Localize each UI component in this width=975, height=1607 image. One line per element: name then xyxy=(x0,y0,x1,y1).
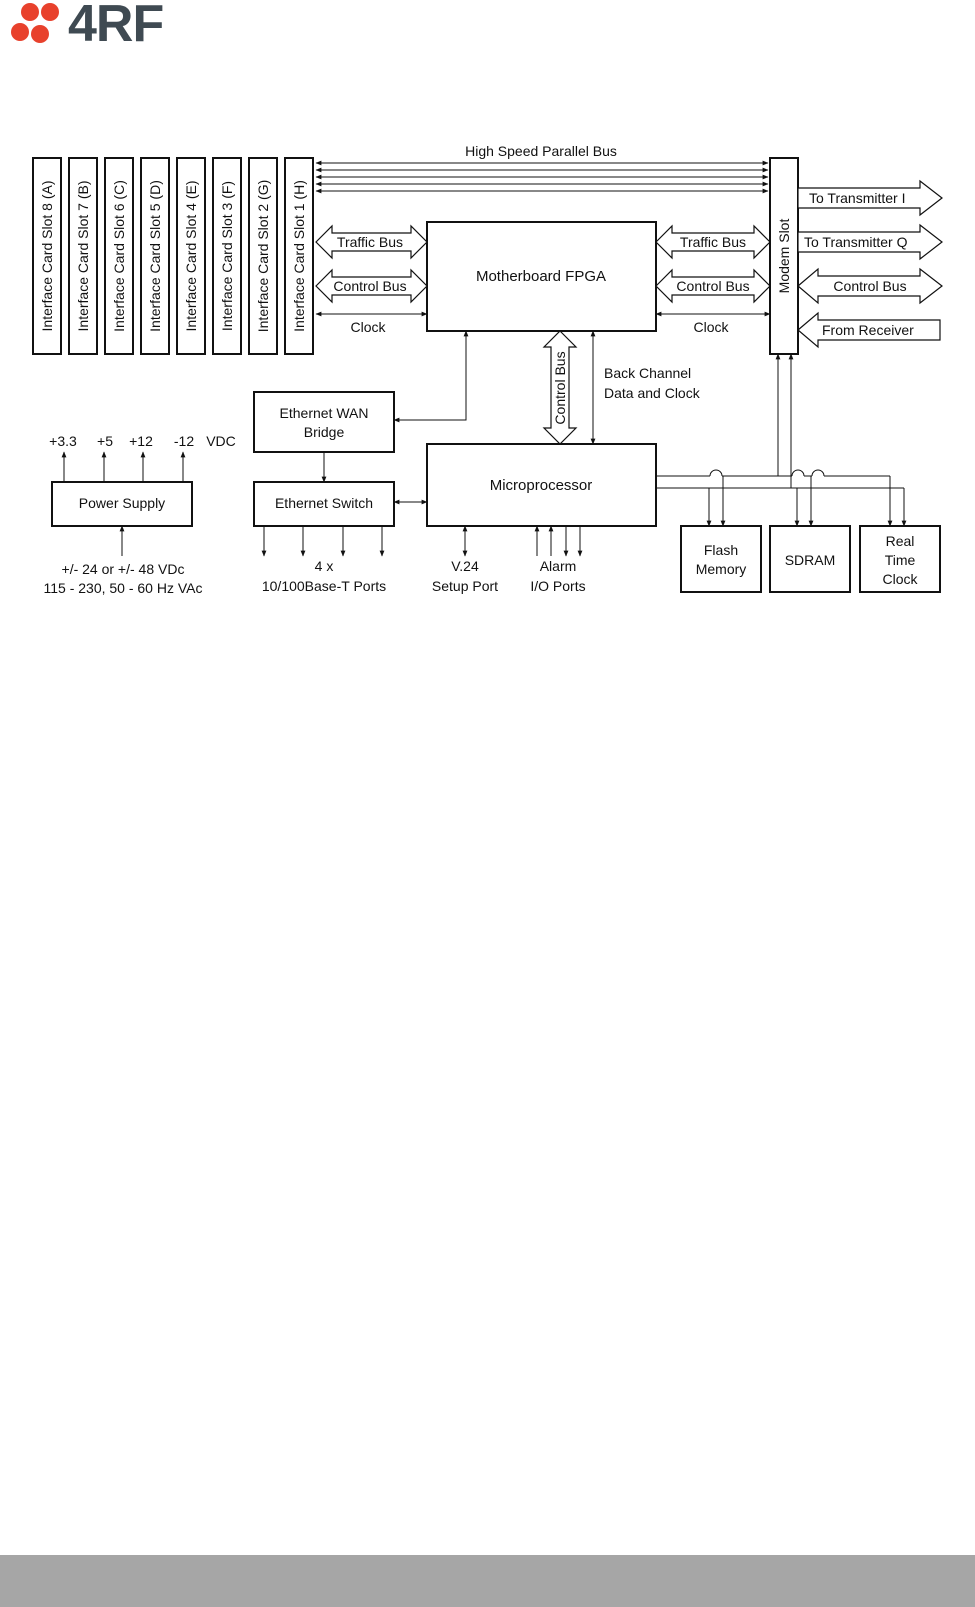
slot-box xyxy=(32,157,62,355)
vertical-control-bus-label: Control Bus xyxy=(552,351,568,424)
footer-band xyxy=(0,1555,975,1607)
ethernet-wan-bridge-box xyxy=(253,391,395,453)
slot-label: Interface Card Slot 6 (C) xyxy=(111,180,127,332)
right-control-bus-label: Control Bus xyxy=(676,278,749,294)
slot-box xyxy=(212,157,242,355)
from-receiver-label: From Receiver xyxy=(822,322,914,338)
back-channel-label-2: Data and Clock xyxy=(604,385,701,401)
slot-box xyxy=(248,157,278,355)
right-traffic-bus-label: Traffic Bus xyxy=(680,234,746,250)
slot-box xyxy=(176,157,206,355)
power-input-label-1: +/- 24 or +/- 48 VDc xyxy=(62,561,185,577)
brand-name: 4RF xyxy=(68,0,164,53)
fpga-label: Motherboard FPGA xyxy=(476,268,606,285)
rtc-label-3: Clock xyxy=(882,571,918,587)
memory-bus-lines xyxy=(655,353,907,527)
slot-box xyxy=(104,157,134,355)
left-control-bus-label: Control Bus xyxy=(333,278,406,294)
slot-label: Interface Card Slot 4 (E) xyxy=(183,181,199,332)
ports-label-2: 10/100Base-T Ports xyxy=(262,578,386,594)
left-control-bus-arrow xyxy=(315,268,428,304)
slot-label: Interface Card Slot 7 (B) xyxy=(75,181,91,332)
voltage-output-arrows xyxy=(61,451,186,556)
voltage-label: +5 xyxy=(97,433,113,449)
power-input-label-2: 115 - 230, 50 - 60 Hz VAc xyxy=(43,580,202,596)
interface-card-slots: Interface Card Slot 8 (A) Interface Card… xyxy=(32,157,314,355)
flash-label-1: Flash xyxy=(704,542,738,558)
modem-slot-box xyxy=(769,157,799,355)
slot-label: Interface Card Slot 1 (H) xyxy=(291,180,307,332)
rtc-box xyxy=(859,525,941,593)
to-transmitter-i-arrow xyxy=(797,179,943,217)
ethernet-wan-bridge-label-2: Bridge xyxy=(304,424,345,440)
to-transmitter-i-label: To Transmitter I xyxy=(809,190,905,206)
left-traffic-bus-label: Traffic Bus xyxy=(337,234,403,250)
voltage-label: +3.3 xyxy=(49,433,77,449)
modem-slot-label: Modem Slot xyxy=(776,219,792,294)
slot-box xyxy=(284,157,314,355)
flash-memory-box xyxy=(680,525,762,593)
alarm-label-1: Alarm xyxy=(540,558,577,574)
slot-label: Interface Card Slot 8 (A) xyxy=(39,181,55,332)
voltage-label: +12 xyxy=(129,433,153,449)
alarm-label-2: I/O Ports xyxy=(530,578,585,594)
brand-logo: 4RF xyxy=(8,0,188,53)
sdram-box xyxy=(769,525,851,593)
vdc-label: VDC xyxy=(206,433,236,449)
rtc-label-2: Time xyxy=(885,552,916,568)
left-traffic-bus-arrow xyxy=(315,224,428,260)
slot-box xyxy=(68,157,98,355)
ethernet-wan-bridge-label-1: Ethernet WAN xyxy=(280,405,369,421)
fpga-to-wan-bridge-line xyxy=(393,330,469,423)
microprocessor-box xyxy=(426,443,657,527)
bus-label: High Speed Parallel Bus xyxy=(465,143,617,159)
v24-label-1: V.24 xyxy=(451,558,479,574)
voltage-label: -12 xyxy=(174,433,194,449)
to-transmitter-q-label: To Transmitter Q xyxy=(804,234,908,250)
from-receiver-arrow xyxy=(797,311,941,349)
power-supply-label: Power Supply xyxy=(79,495,165,511)
alarm-io-arrows xyxy=(534,525,583,557)
slot-label: Interface Card Slot 2 (G) xyxy=(255,180,271,333)
back-channel-label-1: Back Channel xyxy=(604,365,691,381)
ports-label-1: 4 x xyxy=(315,558,334,574)
left-clock-label: Clock xyxy=(350,319,386,335)
ethernet-switch-label: Ethernet Switch xyxy=(275,495,373,511)
fpga-box xyxy=(426,221,657,332)
right-clock-label: Clock xyxy=(693,319,729,335)
microprocessor-label: Microprocessor xyxy=(490,477,593,494)
modem-control-bus-arrow xyxy=(797,267,943,305)
rtc-label-1: Real xyxy=(886,533,915,549)
parallel-bus-lines xyxy=(315,160,769,194)
slot-label: Interface Card Slot 3 (F) xyxy=(219,181,235,331)
sdram-label: SDRAM xyxy=(785,552,836,568)
flash-label-2: Memory xyxy=(696,561,747,577)
logo-mark-icon xyxy=(11,3,59,43)
block-diagram: High Speed Parallel Bus Interface Card S… xyxy=(32,143,943,596)
slot-box xyxy=(140,157,170,355)
modem-control-bus-label: Control Bus xyxy=(833,278,906,294)
slot-label: Interface Card Slot 5 (D) xyxy=(147,180,163,332)
v24-label-2: Setup Port xyxy=(432,578,498,594)
ethernet-port-arrows xyxy=(261,526,385,557)
to-transmitter-q-arrow xyxy=(797,223,943,261)
